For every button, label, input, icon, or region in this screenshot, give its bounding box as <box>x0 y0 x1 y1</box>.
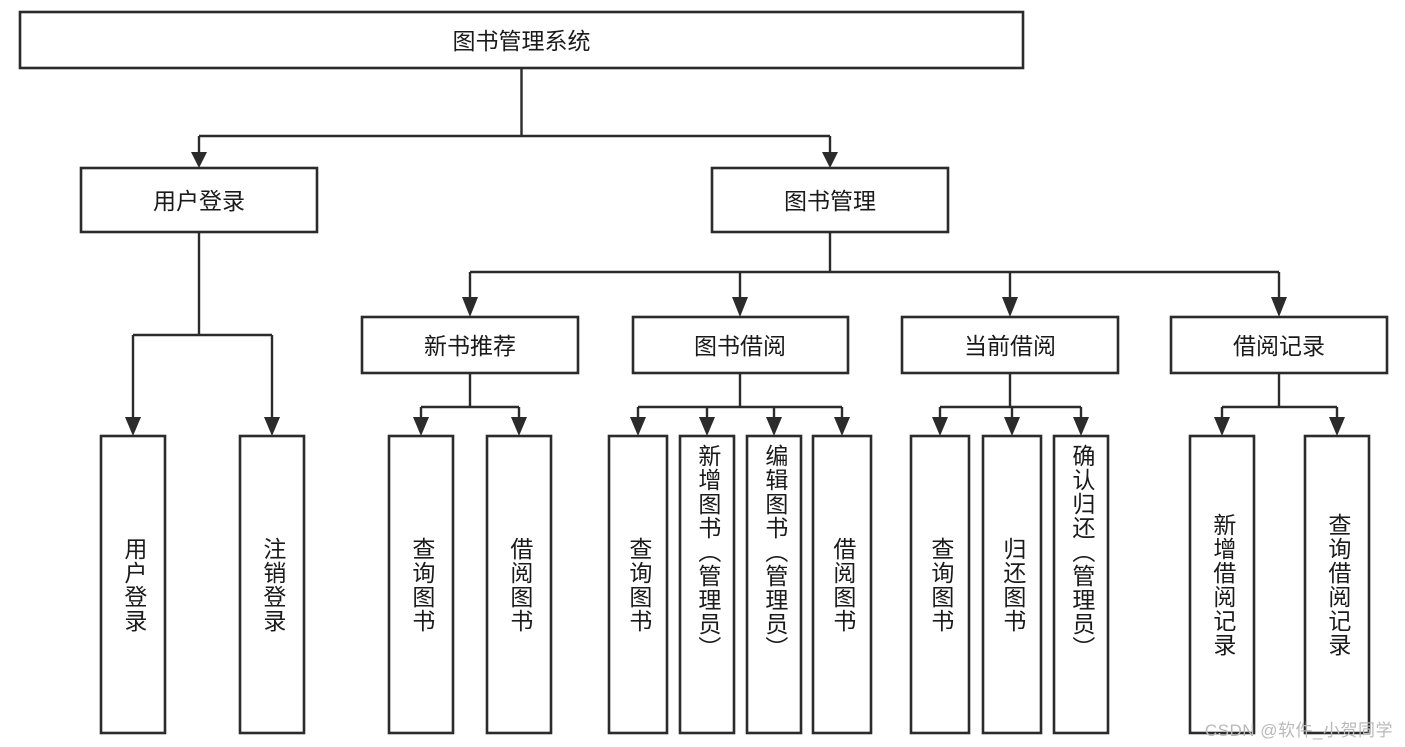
node-box-leaf-add-book-admin[interactable] <box>678 434 736 735</box>
arrowhead-current-borrow <box>1002 297 1018 317</box>
node-label-current-borrow: 当前借阅 <box>964 333 1056 359</box>
arrowhead-leaf-borrow-book-2 <box>834 417 850 436</box>
arrowhead-book-borrow <box>732 297 748 317</box>
node-box-leaf-add-borrow-record[interactable] <box>1188 434 1256 735</box>
watermark-text: CSDN @软件_小贺同学 <box>1204 721 1393 740</box>
node-box-leaf-query-book-1[interactable] <box>387 434 455 735</box>
node-box-current-borrow[interactable] <box>900 315 1120 375</box>
arrowhead-leaf-confirm-return-admin <box>1073 417 1089 436</box>
connectors-layer <box>125 68 1345 436</box>
arrowhead-leaf-query-borrow-record <box>1329 417 1345 436</box>
arrowhead-leaf-return-book <box>1004 417 1020 436</box>
node-label-book-borrow: 图书借阅 <box>694 333 786 359</box>
node-label-user-login: 用户登录 <box>153 188 245 214</box>
nodes-layer: 图书管理系统 用户登录 图书管理 新书推荐 图书借阅 当前借阅 借阅记录 <box>18 10 1389 735</box>
node-box-book-management[interactable] <box>710 166 950 234</box>
node-box-leaf-borrow-book-1[interactable] <box>485 434 553 735</box>
arrowhead-leaf-edit-book-admin <box>766 417 782 436</box>
arrowhead-leaf-query-book-2 <box>630 417 646 436</box>
node-box-new-book-recommendation[interactable] <box>360 315 580 375</box>
node-box-leaf-return-book[interactable] <box>981 434 1043 735</box>
node-box-leaf-query-book-3[interactable] <box>909 434 971 735</box>
node-label-book-management: 图书管理 <box>784 188 876 214</box>
arrowhead-leaf-borrow-book-1 <box>511 417 527 436</box>
arrowhead-borrow-record <box>1271 297 1287 317</box>
node-box-root[interactable] <box>18 10 1025 70</box>
arrowhead-new-book-recommendation <box>462 297 478 317</box>
arrowhead-leaf-add-borrow-record <box>1214 417 1230 436</box>
arrowhead-leaf-logout <box>264 417 280 436</box>
arrowhead-leaf-user-login <box>125 417 141 436</box>
arrowhead-leaf-add-book-admin <box>699 417 715 436</box>
node-label-borrow-record: 借阅记录 <box>1233 333 1325 359</box>
node-label-root: 图书管理系统 <box>453 28 591 54</box>
arrowhead-leaf-query-book-3 <box>932 417 948 436</box>
node-box-leaf-query-borrow-record[interactable] <box>1303 434 1371 735</box>
node-box-leaf-logout[interactable] <box>238 434 306 735</box>
arrowhead-user-login <box>191 152 207 168</box>
node-box-borrow-record[interactable] <box>1169 315 1389 375</box>
node-box-leaf-confirm-return-admin[interactable] <box>1052 434 1110 735</box>
node-box-leaf-query-book-2[interactable] <box>607 434 669 735</box>
node-box-leaf-edit-book-admin[interactable] <box>745 434 803 735</box>
node-box-user-login[interactable] <box>79 166 319 234</box>
arrowhead-book-management <box>822 152 838 168</box>
node-box-leaf-user-login[interactable] <box>99 434 167 735</box>
node-label-new-book-recommendation: 新书推荐 <box>424 333 516 359</box>
node-box-book-borrow[interactable] <box>631 315 850 375</box>
arrowhead-leaf-query-book-1 <box>413 417 429 436</box>
node-box-leaf-borrow-book-2[interactable] <box>811 434 873 735</box>
